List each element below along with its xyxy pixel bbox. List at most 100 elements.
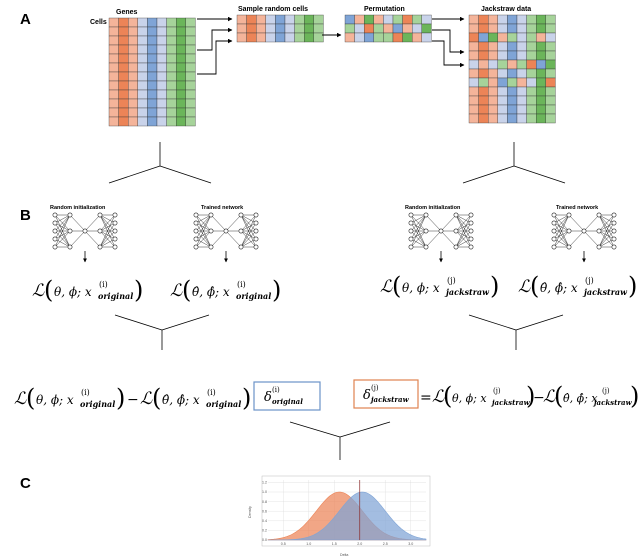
network-node [193,236,199,242]
matrix-cell [147,44,158,55]
matrix-cell [185,107,196,118]
matrix-cell [364,23,374,34]
network-node [208,212,214,218]
matrix-cell [507,86,518,97]
network-node [596,212,602,218]
svg-text:ℒ: ℒ [14,389,27,409]
genes-matrix [108,17,196,127]
svg-text:ℒ: ℒ [170,281,183,301]
matrix-cell [516,41,527,52]
sampled-cells-matrix [236,14,324,43]
matrix-cell [118,26,129,37]
matrix-cell [128,71,138,82]
matrix-cell [147,71,158,82]
matrix-cell [176,17,186,28]
matrix-cell [478,68,489,79]
network-node [551,212,557,218]
matrix-cell [137,71,148,82]
svg-text:δ: δ [363,388,371,403]
network-node [468,244,474,250]
matrix-cell [185,89,196,100]
network-node [208,244,214,250]
matrix-cell [516,23,527,34]
matrix-cell [166,26,177,37]
matrix-cell [108,53,119,64]
matrix-cell [536,86,546,97]
matrix-cell [488,23,498,34]
matrix-cell [236,14,247,25]
svg-text:θ, ϕ; x: θ, ϕ; x [54,285,92,299]
network-node [82,228,88,234]
svg-text:original: original [98,291,133,301]
y-tick-label: 1.0 [262,490,267,494]
matrix-cell [147,116,158,127]
matrix-cell [137,80,148,91]
matrix-cell [488,14,498,25]
svg-text:θ, ϕ; x: θ, ϕ; x [402,281,440,295]
matrix-cell [118,116,129,127]
network-node [468,228,474,234]
matrix-cell [507,104,518,115]
svg-text:θ̂, ϕ̂; x: θ̂, ϕ̂; x [563,392,598,405]
matrix-cell [304,32,314,43]
matrix-cell [536,68,546,79]
matrix-cell [128,98,138,109]
matrix-cell [478,77,489,88]
matrix-cell [478,86,489,97]
matrix-cell [166,107,177,118]
network-node [67,228,73,234]
matrix-cell [545,23,556,34]
matrix-cell [118,17,129,28]
matrix-cell [118,44,129,55]
network-node [52,244,58,250]
network-node [468,212,474,218]
matrix-cell [128,80,138,91]
svg-text:original: original [236,291,271,301]
matrix-cell [147,35,158,46]
matrix-cell [185,17,196,28]
matrix-cell [313,23,324,34]
matrix-cell [166,35,177,46]
network-node [551,228,557,234]
matrix-cell [536,23,546,34]
matrix-cell [176,80,186,91]
matrix-cell [421,23,432,34]
delta-original-equation: ℒ ( θ, ϕ; x (i) original ) − ℒ ( θ̂, ϕ̂;… [14,384,264,412]
matrix-cell [176,107,186,118]
svg-text:θ̂, ϕ̂; x: θ̂, ϕ̂; x [162,393,200,407]
matrix-cell [516,95,527,106]
network-node [193,228,199,234]
matrix-cell [507,50,518,61]
matrix-cell [294,32,305,43]
matrix-cell [545,41,556,52]
network-node [566,244,572,250]
matrix-cell [545,14,556,25]
matrix-cell [118,35,129,46]
matrix-cell [536,113,546,124]
matrix-cell [284,32,295,43]
x-tick-label: 1.0 [306,542,311,546]
matrix-cell [497,77,508,88]
matrix-cell [497,68,508,79]
matrix-cell [156,80,167,91]
matrix-cell [185,53,196,64]
matrix-cell [468,86,479,97]
matrix-cell [468,77,479,88]
matrix-cell [526,23,537,34]
matrix-cell [507,59,518,70]
matrix-cell [354,14,365,25]
matrix-cell [118,107,129,118]
matrix-cell [488,86,498,97]
matrix-cell [128,44,138,55]
matrix-cell [545,104,556,115]
network-node [52,228,58,234]
network-node [67,244,73,250]
x-tick-label: 3.0 [408,542,413,546]
matrix-cell [147,98,158,109]
matrix-cell [284,23,295,34]
y-tick-label: 0.2 [262,529,267,533]
panel-label-c: C [20,475,31,492]
matrix-cell [497,113,508,124]
matrix-cell [147,17,158,28]
network-node [52,212,58,218]
